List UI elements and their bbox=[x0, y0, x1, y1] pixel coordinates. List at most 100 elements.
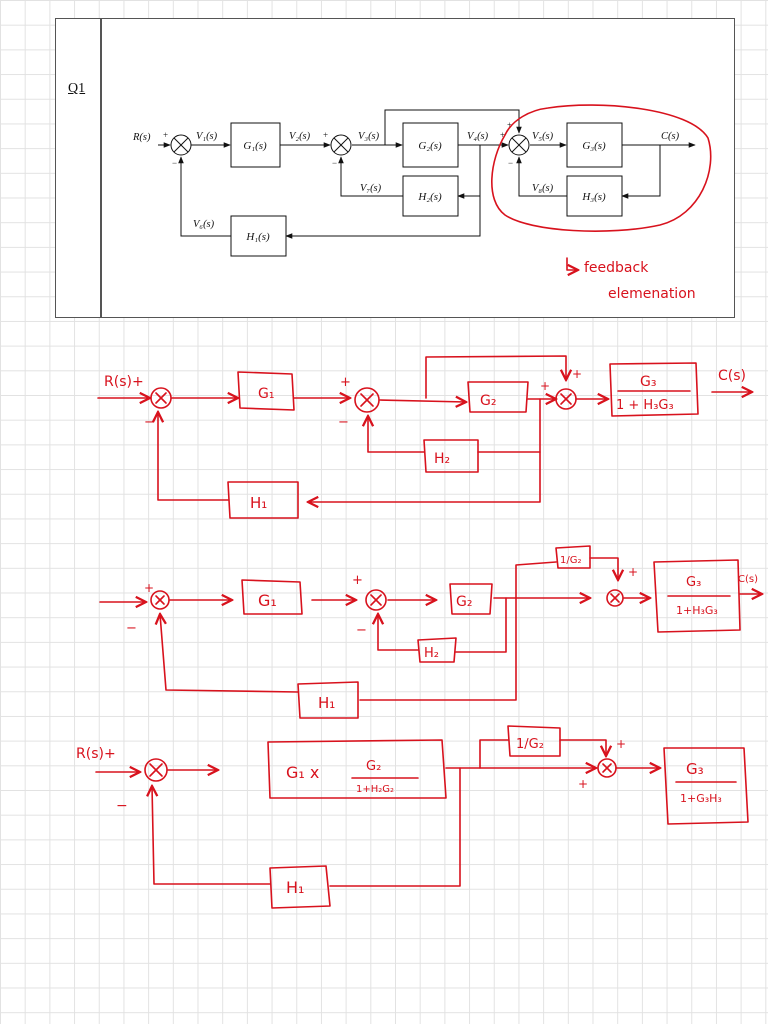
d1-sign-plus-2: + bbox=[340, 375, 351, 390]
annotation-arrow bbox=[566, 257, 578, 270]
hand-diagram-2: + − G₁ + − G₂ 1/G₂ + G₃ 1+H₃G₃ bbox=[99, 545, 762, 719]
d1-wire-sum2-g2 bbox=[379, 400, 466, 402]
sign-plus-sum2: + bbox=[323, 130, 328, 140]
d3-g3-num: G₃ bbox=[686, 760, 704, 778]
block-g2-label: G₂(s) bbox=[418, 140, 442, 152]
d2-block-h1 bbox=[297, 681, 359, 719]
d3-forward-den: 1+H₂G₂ bbox=[356, 784, 394, 795]
question-label: Q1 bbox=[68, 81, 86, 96]
d1-block-h1-label: H₁ bbox=[250, 494, 267, 512]
d1-g3-num: G₃ bbox=[640, 374, 656, 390]
d2-sign-minus-1: − bbox=[126, 621, 137, 636]
block-h1 bbox=[230, 215, 287, 257]
d2-block-g1 bbox=[241, 579, 303, 615]
d2-sign-plus-2: + bbox=[352, 573, 363, 588]
d3-block-forward bbox=[267, 739, 447, 799]
signal-v6: V₆(s) bbox=[193, 219, 215, 230]
d1-wire-h1-sum1 bbox=[158, 412, 229, 501]
block-h2-label: H₂(s) bbox=[417, 191, 442, 203]
block-h2 bbox=[402, 175, 459, 217]
d3-sign-minus-1: − bbox=[116, 798, 128, 814]
d1-sum-2 bbox=[354, 387, 380, 413]
annotation-elimination: elemenation bbox=[608, 286, 696, 302]
d1-g3-den: 1 + H₃G₃ bbox=[616, 398, 674, 413]
signal-v5: V₅(s) bbox=[532, 131, 554, 142]
d1-output-label: C(s) bbox=[718, 368, 746, 384]
sign-plus-sum3-top: + bbox=[507, 120, 512, 130]
d2-g3-den: 1+H₃G₃ bbox=[676, 604, 718, 617]
d1-wire-h2-sum2 bbox=[368, 416, 425, 453]
d3-block-invg2 bbox=[507, 725, 561, 757]
sign-minus-sum1: − bbox=[172, 158, 177, 168]
signal-v3: V₃(s) bbox=[358, 131, 380, 142]
question-box: Q1 bbox=[55, 18, 735, 318]
signal-v8: V₈(s) bbox=[532, 183, 554, 194]
d1-bypass-g2 bbox=[425, 355, 566, 399]
d3-wire-h1-sum1 bbox=[152, 786, 271, 885]
d1-sign-plus-3top: + bbox=[572, 367, 582, 381]
hand-diagram-1: R(s)+ − G₁ + − G₂ + + G₃ 1 + H₃G₃ bbox=[97, 355, 752, 519]
signal-v7: V₇(s) bbox=[360, 183, 382, 194]
wire-h2-sum2 bbox=[338, 156, 403, 197]
d2-block-h1-label: H₁ bbox=[318, 694, 335, 712]
d3-forward-num: G₂ bbox=[366, 759, 381, 774]
d3-wire-to-invg2 bbox=[479, 739, 509, 769]
d2-block-invg2-label: 1/G₂ bbox=[560, 555, 582, 566]
block-h1-label: H₁(s) bbox=[245, 231, 270, 243]
block-g3 bbox=[566, 122, 623, 168]
d2-wire-to-invg2 bbox=[515, 561, 557, 599]
d1-input-label: R(s)+ bbox=[104, 374, 144, 390]
feedback-annotation: feedback elemenation bbox=[491, 104, 712, 302]
d1-sign-plus-3left: + bbox=[540, 379, 550, 393]
sign-plus-sum1: + bbox=[163, 130, 168, 140]
d1-block-h2-label: H₂ bbox=[434, 451, 450, 467]
d1-block-g3-reduced bbox=[609, 362, 699, 417]
hand-diagram-3: R(s)+ − G₁ x G₂ 1+H₂G₂ 1/G₂ + + G₃ 1+G₃H… bbox=[76, 725, 749, 909]
sign-plus-sum3-left: + bbox=[500, 130, 505, 140]
d2-block-g3-reduced bbox=[653, 559, 741, 633]
signal-r: R(s) bbox=[132, 132, 151, 143]
block-h3-label: H₃(s) bbox=[581, 191, 606, 203]
feedback-circle bbox=[491, 104, 712, 232]
printed-block-diagram: G₁(s) G₂(s) G₃(s) H₂(s) H₃(s) H₁(s) R(s)… bbox=[132, 109, 696, 257]
d3-sum-1 bbox=[144, 758, 168, 782]
d2-wire-invg2-sum3 bbox=[589, 557, 618, 580]
d3-block-g3-reduced bbox=[663, 747, 749, 825]
signal-v1: V₁(s) bbox=[196, 131, 218, 142]
wire-to-h3 bbox=[621, 145, 661, 199]
d3-wire-invg2-sum2 bbox=[559, 739, 606, 756]
d2-block-invg2 bbox=[555, 545, 591, 569]
d1-block-g1-label: G₁ bbox=[258, 386, 274, 402]
d1-sign-minus-2: − bbox=[338, 415, 349, 430]
summing-junction-1 bbox=[170, 134, 192, 156]
wire-bypass-g2 bbox=[384, 109, 522, 145]
d2-block-h2-label: H₂ bbox=[424, 646, 439, 661]
d3-input-label: R(s)+ bbox=[76, 746, 116, 762]
sign-minus-sum2: − bbox=[332, 158, 337, 168]
signal-c: C(s) bbox=[661, 131, 680, 142]
d2-sum-1 bbox=[150, 590, 170, 610]
d3-sign-plus-left: + bbox=[578, 777, 588, 791]
d1-block-g2-label: G₂ bbox=[480, 393, 496, 409]
d3-g3-den: 1+G₃H₃ bbox=[680, 792, 722, 805]
d2-g3-num: G₃ bbox=[686, 575, 701, 590]
block-g2 bbox=[402, 122, 459, 168]
d2-sum-3 bbox=[606, 589, 624, 607]
wire-to-h1 bbox=[285, 196, 481, 239]
d2-output-label: C(s) bbox=[738, 574, 758, 585]
wire-h1-sum1 bbox=[178, 156, 231, 237]
block-g3-label: G₃(s) bbox=[582, 140, 606, 152]
wire-h3-sum3 bbox=[516, 156, 567, 197]
d3-block-h1 bbox=[269, 865, 331, 909]
d3-forward-g1: G₁ x bbox=[286, 763, 319, 782]
block-g1 bbox=[230, 122, 281, 168]
d2-block-g1-label: G₁ bbox=[258, 591, 277, 610]
d2-sign-plus-1: + bbox=[144, 581, 154, 595]
d2-block-g2 bbox=[449, 583, 493, 615]
d2-wire-h1-sum1 bbox=[160, 614, 299, 693]
d1-sign-minus-1: − bbox=[144, 415, 155, 430]
d1-block-g1 bbox=[237, 371, 295, 411]
d1-sum-3 bbox=[555, 388, 577, 410]
summing-junction-3 bbox=[508, 134, 530, 156]
d3-block-h1-label: H₁ bbox=[286, 878, 304, 897]
